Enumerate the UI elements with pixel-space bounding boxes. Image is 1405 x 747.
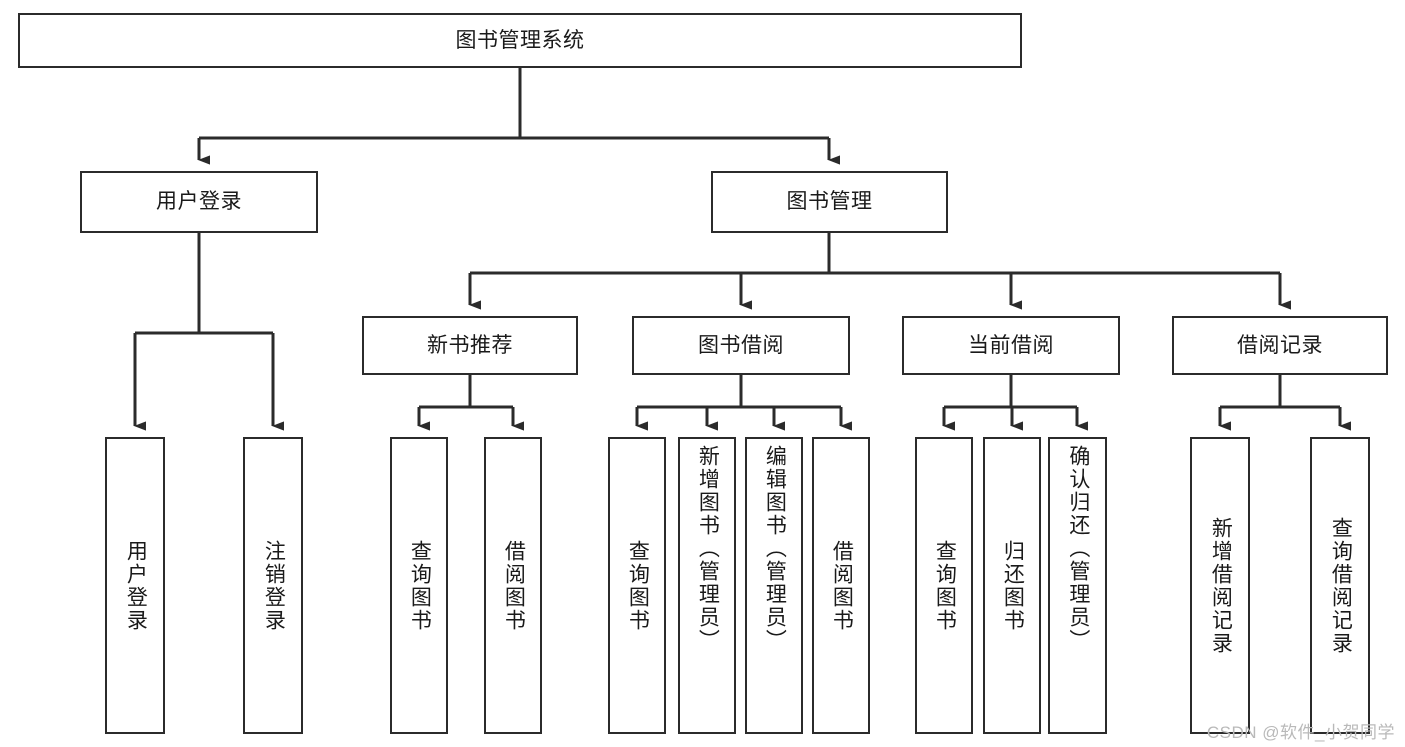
node-leaf-query-book-3-label: 查询图书 [933, 539, 957, 632]
node-root[interactable]: 图书管理系统 [18, 13, 1022, 68]
node-leaf-query-book-1[interactable]: 查询图书 [390, 437, 448, 734]
node-book-borrow[interactable]: 图书借阅 [632, 316, 850, 375]
connector-user-login-to-leaves [133, 233, 284, 431]
node-leaf-edit-book-admin-label: 编辑图书（管理员） [763, 445, 787, 652]
connector-current-borrow-to-leaves [942, 375, 1088, 431]
node-leaf-return-book[interactable]: 归还图书 [983, 437, 1041, 734]
node-leaf-user-login[interactable]: 用户登录 [105, 437, 165, 734]
node-borrow-record-label: 借阅记录 [1237, 333, 1323, 357]
node-leaf-logout-login[interactable]: 注销登录 [243, 437, 303, 734]
node-leaf-add-book-admin-label: 新增图书（管理员） [696, 445, 720, 652]
node-leaf-user-login-label: 用户登录 [124, 539, 148, 632]
node-root-label: 图书管理系统 [455, 28, 585, 52]
node-leaf-return-book-label: 归还图书 [1001, 539, 1025, 632]
node-user-login[interactable]: 用户登录 [80, 171, 318, 233]
node-leaf-confirm-return-admin-label: 确认归还（管理员） [1066, 445, 1090, 652]
node-new-book-recommend-label: 新书推荐 [427, 333, 513, 357]
node-leaf-query-book-2[interactable]: 查询图书 [608, 437, 666, 734]
connector-new-book-recommend-to-leaves [417, 375, 524, 431]
node-new-book-recommend[interactable]: 新书推荐 [362, 316, 578, 375]
node-leaf-query-book-1-label: 查询图书 [408, 539, 432, 632]
node-current-borrow[interactable]: 当前借阅 [902, 316, 1120, 375]
node-borrow-record[interactable]: 借阅记录 [1172, 316, 1388, 375]
node-user-login-label: 用户登录 [156, 190, 242, 214]
node-leaf-add-book-admin[interactable]: 新增图书（管理员） [678, 437, 736, 734]
node-leaf-borrow-book-2[interactable]: 借阅图书 [812, 437, 870, 734]
node-leaf-borrow-book-1[interactable]: 借阅图书 [484, 437, 542, 734]
node-book-manage-label: 图书管理 [786, 190, 873, 214]
node-leaf-confirm-return-admin[interactable]: 确认归还（管理员） [1048, 437, 1107, 734]
node-leaf-add-borrow-record-label: 新增借阅记录 [1209, 516, 1233, 655]
node-leaf-borrow-book-1-label: 借阅图书 [502, 539, 526, 632]
connector-book-manage-to-level3 [468, 233, 1291, 310]
node-leaf-query-book-3[interactable]: 查询图书 [915, 437, 973, 734]
node-book-borrow-label: 图书借阅 [698, 333, 784, 357]
connector-root-to-level2 [197, 68, 840, 165]
node-book-manage[interactable]: 图书管理 [711, 171, 948, 233]
node-leaf-query-borrow-record-label: 查询借阅记录 [1329, 516, 1353, 655]
connector-borrow-record-to-leaves [1218, 375, 1351, 431]
node-leaf-query-borrow-record[interactable]: 查询借阅记录 [1310, 437, 1370, 734]
node-leaf-query-book-2-label: 查询图书 [626, 539, 650, 632]
node-leaf-borrow-book-2-label: 借阅图书 [830, 539, 854, 632]
node-leaf-add-borrow-record[interactable]: 新增借阅记录 [1190, 437, 1250, 734]
node-leaf-edit-book-admin[interactable]: 编辑图书（管理员） [745, 437, 803, 734]
node-current-borrow-label: 当前借阅 [968, 333, 1054, 357]
node-leaf-logout-login-label: 注销登录 [262, 539, 286, 632]
connector-book-borrow-to-leaves [635, 375, 852, 431]
